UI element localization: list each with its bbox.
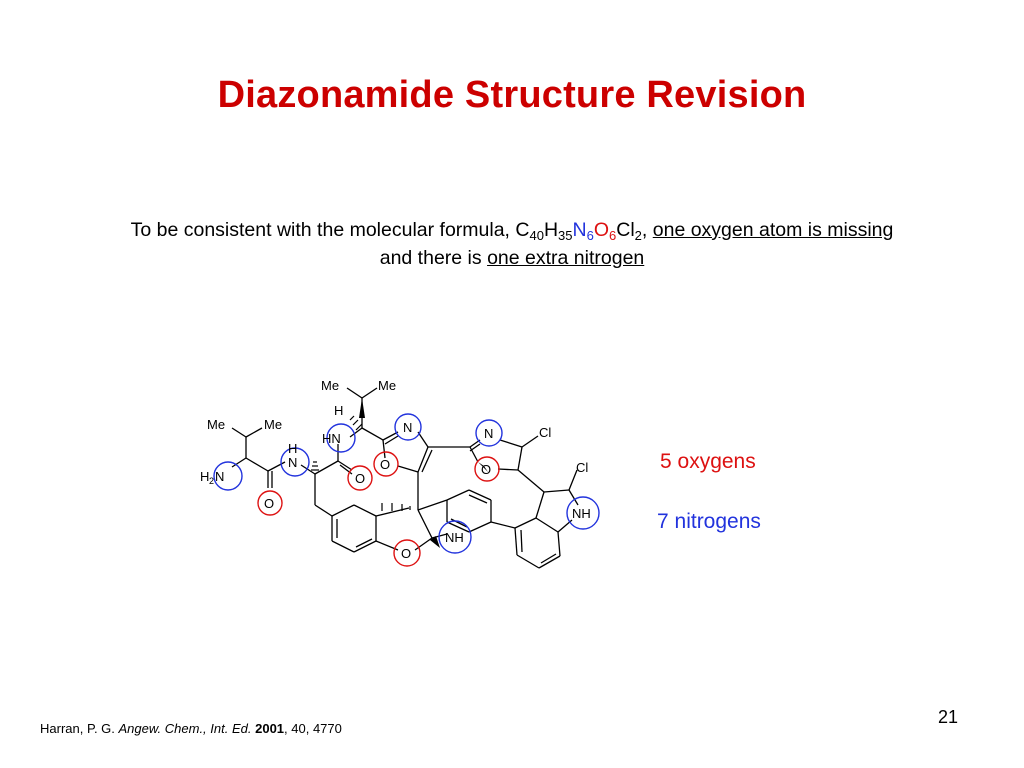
- citation-year: 2001: [255, 721, 285, 736]
- h-count: 35: [558, 228, 573, 243]
- cl-count: 2: [634, 228, 642, 243]
- n-count: 6: [586, 228, 594, 243]
- n-circle-hn: [326, 423, 356, 453]
- extra-nitrogen-text: one extra nitrogen: [487, 247, 645, 269]
- label-o-oxazole1: O: [380, 457, 390, 472]
- highlight-circles: [213, 413, 600, 567]
- label-h2n-h: H: [200, 469, 209, 484]
- label-h-amide: H: [288, 441, 297, 456]
- label-cl2: Cl: [576, 460, 588, 475]
- o-label: O: [593, 219, 610, 241]
- n-circle-h2n: [213, 461, 243, 491]
- o-circle-ether: [393, 539, 421, 567]
- h-label: H: [543, 219, 559, 241]
- citation: Harran, P. G. Angew. Chem., Int. Ed. 200…: [40, 721, 342, 736]
- label-o-oxazole2: O: [481, 462, 491, 477]
- label-nh-indole: NH: [572, 506, 591, 521]
- label-h2n-n: N: [215, 469, 224, 484]
- n-circle-amide: [280, 447, 310, 477]
- label-n-oxazole2: N: [484, 426, 493, 441]
- statement-comma: ,: [641, 219, 653, 241]
- slide-title: Diazonamide Structure Revision: [217, 74, 807, 116]
- label-h2n-sub: 2: [209, 476, 214, 486]
- label-nh-aminal: NH: [445, 530, 464, 545]
- n-circle-oxazole1: [394, 413, 422, 441]
- label-me3: Me: [207, 417, 225, 432]
- oxygen-count: 5 oxygens: [660, 450, 756, 473]
- citation-rest: , 40, 4770: [284, 721, 342, 736]
- citation-journal: Angew. Chem., Int. Ed.: [118, 721, 252, 736]
- nitrogen-count: 7 nitrogens: [657, 510, 761, 533]
- label-me1: Me: [321, 378, 339, 393]
- label-o-carbonyl2: O: [264, 496, 274, 511]
- label-o-carbonyl1: O: [355, 471, 365, 486]
- label-me2: Me: [378, 378, 396, 393]
- page-number: 21: [938, 707, 959, 727]
- label-cl1: Cl: [539, 425, 551, 440]
- statement-prefix: To be consistent with the molecular form…: [130, 219, 530, 241]
- label-o-ether: O: [401, 546, 411, 561]
- label-hn: HN: [322, 431, 341, 446]
- formula-statement: To be consistent with the molecular form…: [40, 216, 984, 272]
- atom-labels: Me Me Me Me H HN N O O N O Cl Cl NH H N …: [200, 378, 591, 561]
- o-circle-carbonyl-right: [347, 465, 373, 491]
- n-circle-oxazole2: [475, 419, 503, 447]
- c-count: 40: [529, 228, 544, 243]
- label-h-upper: H: [334, 403, 343, 418]
- missing-oxygen-text: one oxygen atom is missing: [652, 219, 894, 241]
- o-circle-oxazole2: [474, 456, 500, 482]
- citation-authors: Harran, P. G.: [40, 721, 119, 736]
- label-me4: Me: [264, 417, 282, 432]
- cl-label: Cl: [616, 219, 635, 241]
- o-circle-oxazole1: [373, 451, 399, 477]
- stereo-wedges: [311, 398, 488, 548]
- n-circle-aminal: [438, 520, 472, 554]
- label-n-amide: N: [288, 455, 297, 470]
- label-n-oxazole1: N: [403, 420, 412, 435]
- o-circle-carbonyl-left: [257, 490, 283, 516]
- n-label: N: [572, 219, 587, 241]
- n-circle-indole: [566, 496, 600, 530]
- o-count: 6: [609, 228, 617, 243]
- statement-line2-prefix: and there is: [379, 247, 488, 269]
